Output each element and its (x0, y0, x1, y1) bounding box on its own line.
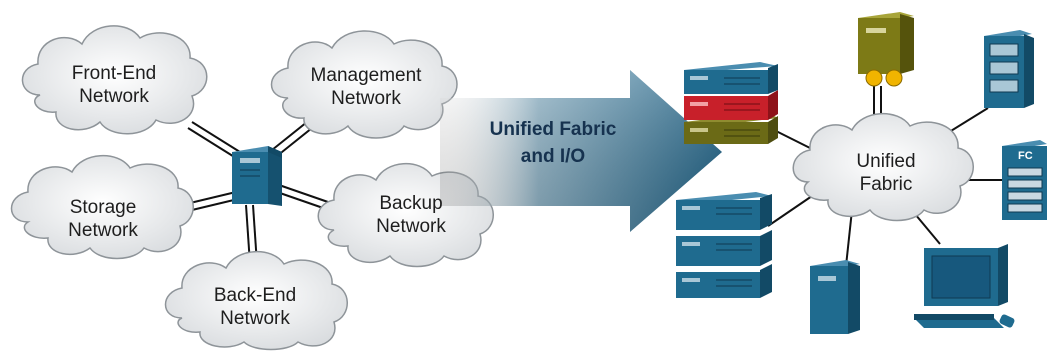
transition-arrow (440, 70, 722, 232)
cloud-back-end (164, 250, 348, 351)
fc-badge: FC (1018, 150, 1033, 162)
link-front-end (187, 121, 241, 159)
workstation-icon (914, 244, 1015, 328)
link-rack-stack-lower (767, 195, 813, 227)
tower-server-blue-icon (810, 260, 860, 334)
link-storage (189, 191, 239, 211)
link-backup (276, 184, 329, 210)
link-tower-blue (845, 209, 853, 267)
fc-storage-icon (1002, 140, 1047, 220)
cloud-management (270, 30, 458, 139)
cloud-front-end (21, 25, 208, 135)
server-box-icon (984, 30, 1034, 108)
tower-server-olive-icon (858, 12, 914, 87)
rack-stack-lower-icon (676, 192, 772, 298)
link-server-box (945, 107, 989, 135)
central-switch-icon (232, 146, 282, 206)
cloud-storage (10, 154, 194, 260)
server-stack-icon (684, 62, 778, 144)
cloud-unified-fabric (792, 112, 974, 222)
